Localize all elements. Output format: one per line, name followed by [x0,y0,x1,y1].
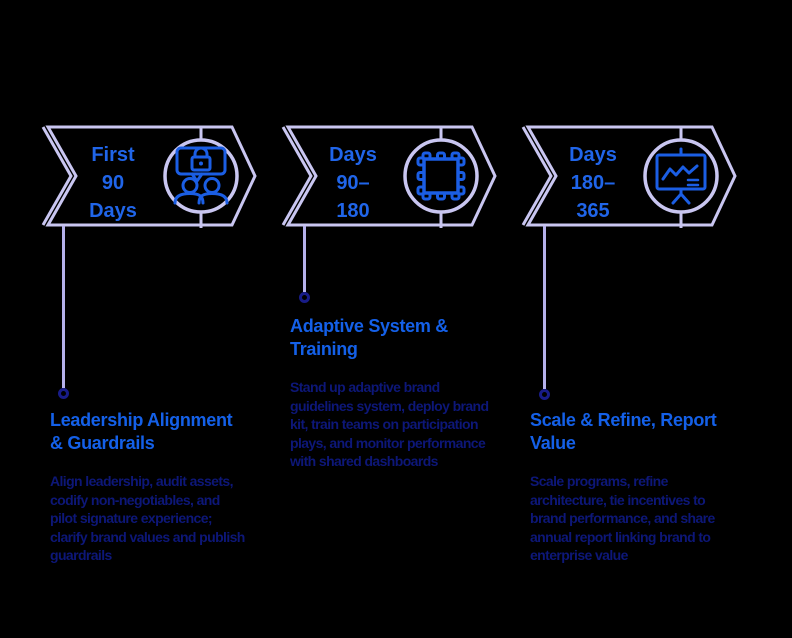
callout-title: Adaptive System & Training [290,315,542,361]
callout-body-line: guardrails [50,547,112,563]
stage-label-line: 180 [336,200,370,222]
callout-title-line: Adaptive System & [290,316,448,336]
banner-outline [45,125,257,227]
callout-title: Scale & Refine, Report Value [530,409,782,455]
team-lock-chat-icon [173,146,229,205]
connector-line [542,226,546,389]
stage-label-line: 90– [336,172,370,194]
callout-title: Leadership Alignment & Guardrails [50,409,302,455]
callout-body-line: Stand up adaptive brand [290,379,440,395]
stage-label-line: Days [329,144,377,166]
connector-dot [538,388,550,400]
callout-body-line: architecture, tie incentives to [530,491,706,508]
chip-icon [416,151,466,201]
callout-body-line: enterprise value [530,547,628,563]
callout-body-line: Align leadership, audit assets, [50,473,234,489]
callout-days-90-180: Adaptive System & Training Stand up adap… [290,315,542,471]
stage-label: First 90 Days [48,141,178,225]
stage-label: Days 180– 365 [528,141,658,225]
callout-days-180-365: Scale & Refine, Report Value Scale progr… [530,409,782,565]
stage-banner-days-180-365: Days 180– 365 [514,124,738,228]
callout-body: Align leadership, audit assets, codify n… [50,472,302,565]
callout-body-line: plays, and monitor performance [290,434,486,451]
stage-label-line: Days [569,144,617,166]
callout-body-line: brand performance, and share [530,510,715,526]
callout-title-line: Scale & Refine, Report [530,410,717,430]
connector-dot [298,291,310,303]
banner-outline [285,125,497,227]
presentation-chart-icon [655,147,707,205]
callout-title-line: Leadership Alignment [50,410,233,430]
callout-body: Stand up adaptive brand guidelines syste… [290,378,542,471]
stage-banner-first-90-days: First 90 Days [34,124,258,228]
callout-body-line: pilot signature experience; [50,510,213,526]
icon-circle [163,138,239,214]
stage-label-line: Days [89,200,137,222]
banner-outline [525,125,737,227]
connector-line [62,226,65,388]
callout-title-line: & Guardrails [50,433,155,453]
callout-body-line: Scale programs, refine [530,473,668,489]
callout-first-90-days: Leadership Alignment & Guardrails Align … [50,409,302,565]
icon-circle [643,138,719,214]
banner-double-edge [281,126,313,226]
stage-banner-days-90-180: Days 90– 180 [274,124,498,228]
stage-label-line: 180– [570,172,616,194]
icon-circle [403,138,479,214]
callout-body-line: with shared dashboards [290,453,438,469]
banner-graphic [41,125,257,228]
callout-body-line: codify non-negotiables, and [50,491,220,508]
connector-line [302,226,306,292]
callout-body-line: kit, train teams on participation [290,416,479,432]
banner-graphic [521,125,737,228]
banner-graphic [281,125,497,228]
callout-body: Scale programs, refine architecture, tie… [530,472,782,565]
banner-double-edge [521,126,553,226]
callout-body-line: clarify brand values and publish [50,528,245,545]
stage-label-line: 365 [576,200,610,222]
stage-label-line: First [91,144,135,166]
callout-title-line: Value [530,433,576,453]
banner-double-edge [41,126,73,226]
connector-dot [57,388,69,399]
stage-label: Days 90– 180 [288,141,418,225]
callout-body-line: annual report linking brand to [530,528,711,545]
callout-body-line: guidelines system, deploy brand [290,397,489,414]
stage-label-line: 90 [101,172,125,194]
callout-title-line: Training [290,339,358,359]
